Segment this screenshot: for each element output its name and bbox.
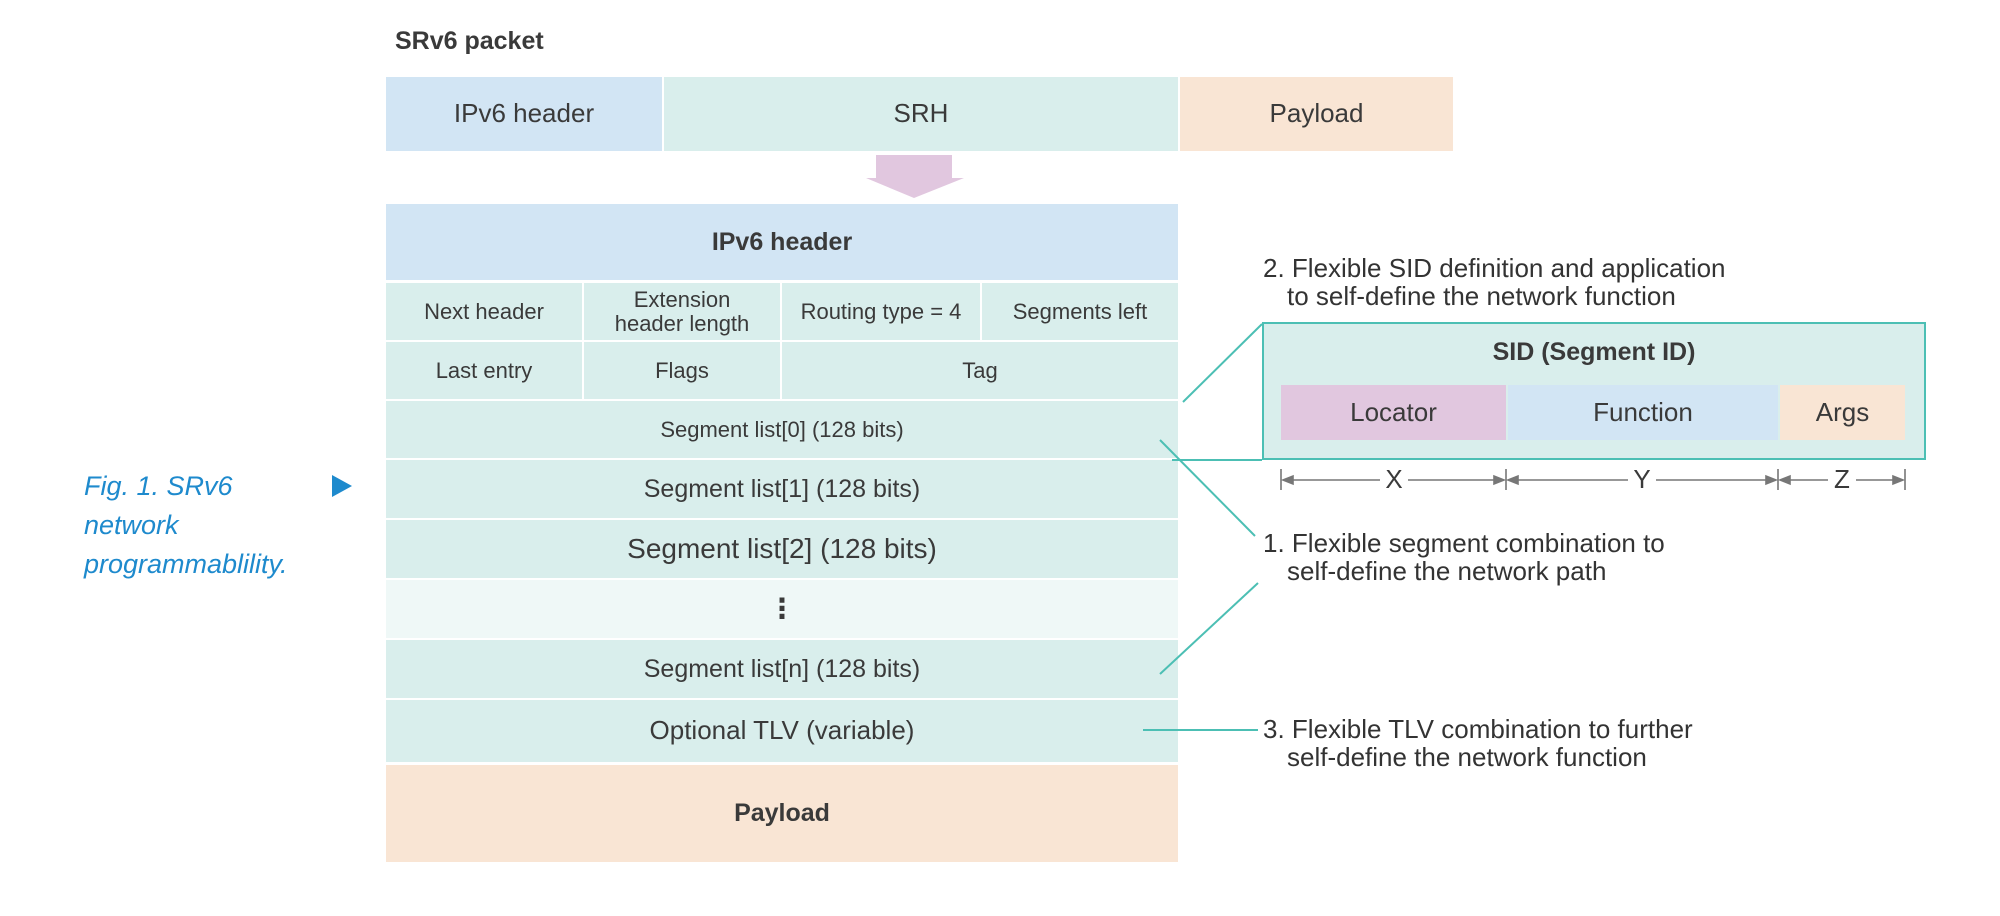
- figure-caption: Fig. 1. SRv6 network programmablility.: [84, 467, 334, 584]
- packet-payload: Payload: [1180, 77, 1453, 151]
- segment-list-n: Segment list[n] (128 bits): [386, 640, 1178, 698]
- note-1-line-1: 1. Flexible segment combination to: [1263, 528, 1665, 558]
- connector-note1-upper: [1159, 439, 1256, 537]
- field-tag: Tag: [782, 342, 1178, 399]
- segment-list-ellipsis: ⋮: [386, 580, 1178, 638]
- note-3-line-2: self-define the network function: [1287, 742, 1647, 772]
- note-1: 1. Flexible segment combination to self-…: [1263, 529, 1783, 585]
- optional-tlv: Optional TLV (variable): [386, 700, 1178, 762]
- note-3-line-1: 3. Flexible TLV combination to further: [1263, 714, 1693, 744]
- note-2-line-1: 2. Flexible SID definition and applicati…: [1263, 253, 1726, 283]
- sid-title: SID (Segment ID): [1492, 337, 1696, 366]
- detail-payload: Payload: [386, 765, 1178, 862]
- caption-arrow-icon: [332, 475, 352, 497]
- field-segments-left: Segments left: [982, 283, 1178, 340]
- connector-sid-upper: [1182, 323, 1263, 403]
- note-2: 2. Flexible SID definition and applicati…: [1263, 254, 1783, 310]
- segment-list-1: Segment list[1] (128 bits): [386, 460, 1178, 518]
- down-arrow-icon: [866, 155, 964, 198]
- note-1-line-2: self-define the network path: [1287, 556, 1607, 586]
- dimension-x: X: [1385, 464, 1403, 495]
- field-routing-type: Routing type = 4: [782, 283, 980, 340]
- sid-args: Args: [1780, 385, 1905, 440]
- detail-ipv6-header: IPv6 header: [386, 204, 1178, 280]
- packet-srh: SRH: [664, 77, 1178, 151]
- note-2-line-2: to self-define the network function: [1287, 281, 1676, 311]
- field-last-entry: Last entry: [386, 342, 582, 399]
- field-flags: Flags: [584, 342, 780, 399]
- caption-line-2: programmablility.: [84, 549, 288, 579]
- caption-line-1: Fig. 1. SRv6 network: [84, 471, 233, 540]
- packet-ipv6-header: IPv6 header: [386, 77, 662, 151]
- field-extension-header-length: Extension header length: [584, 283, 780, 340]
- dimension-y: Y: [1633, 464, 1651, 495]
- segment-list-0: Segment list[0] (128 bits): [386, 401, 1178, 458]
- segment-list-2: Segment list[2] (128 bits): [386, 520, 1178, 578]
- connector-note1-lower: [1159, 582, 1259, 675]
- sid-locator: Locator: [1281, 385, 1506, 440]
- field-next-header: Next header: [386, 283, 582, 340]
- note-3: 3. Flexible TLV combination to further s…: [1263, 715, 1783, 771]
- packet-title: SRv6 packet: [395, 27, 544, 55]
- dimension-z: Z: [1834, 464, 1850, 495]
- sid-function: Function: [1508, 385, 1778, 440]
